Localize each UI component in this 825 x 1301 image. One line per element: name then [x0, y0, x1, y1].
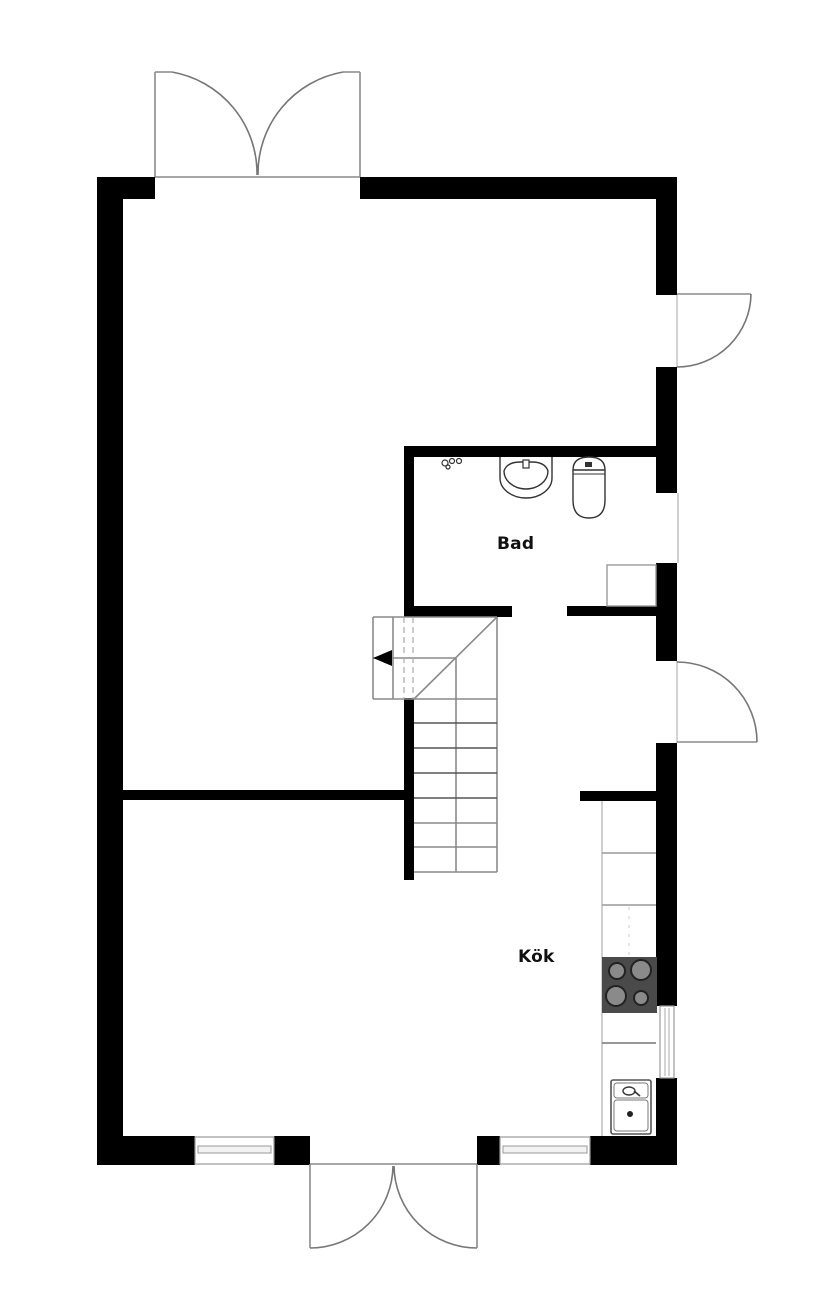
bottom-left-window [194, 1136, 275, 1165]
washbasin [499, 457, 553, 499]
outer-walls [97, 177, 677, 1165]
bottom-right-window [499, 1136, 591, 1165]
bath-cabinet [606, 564, 657, 607]
right-upper-door [676, 293, 752, 368]
room-label-kok: Kök [518, 947, 555, 967]
toilet [572, 456, 606, 519]
right-kitchen-window [659, 1005, 675, 1079]
room-label-bad: Bad [497, 534, 535, 554]
stove [602, 957, 657, 1013]
interior-walls [123, 446, 677, 880]
top-double-door [154, 71, 361, 178]
right-lower-door [676, 661, 758, 743]
bottom-double-door [309, 1163, 478, 1249]
kitchen-sink [610, 1079, 652, 1135]
staircase [372, 616, 498, 873]
stair-arrow-icon [373, 650, 392, 666]
shower-tap [441, 457, 463, 470]
